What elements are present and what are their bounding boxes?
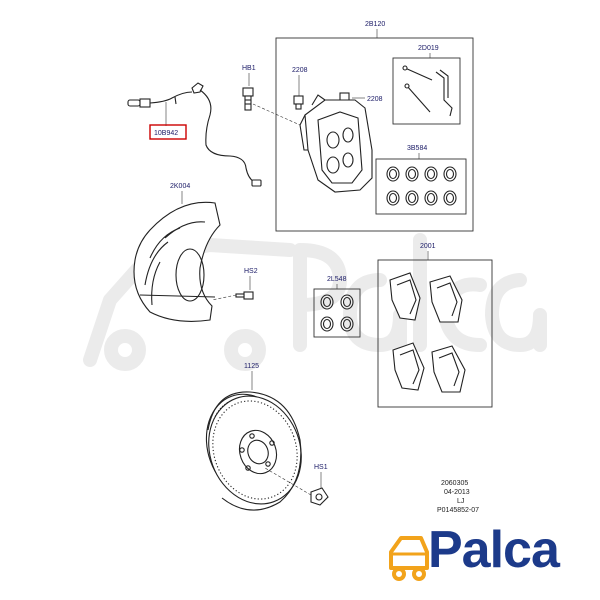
caliper-kit-box (275, 37, 474, 232)
callout-hs1[interactable]: HS1 (314, 464, 328, 471)
logo-wordmark[interactable]: Palca (428, 521, 560, 579)
bolt-hb1 (242, 87, 254, 111)
callout-bleed-top[interactable]: 2208 (292, 67, 308, 74)
callout-pad-clips[interactable]: 2D019 (418, 45, 439, 52)
callout-bleed-side[interactable]: 2208 (367, 96, 383, 103)
info-block: 2060305 04-2013 LJ P0145852-07 (437, 480, 479, 514)
bleed-screw (293, 95, 304, 110)
callout-brake-pads[interactable]: 2001 (420, 243, 436, 250)
truck-icon (389, 536, 429, 581)
callout-splash-shield[interactable]: 2K004 (170, 183, 190, 190)
callout-disc[interactable]: 1125 (244, 363, 259, 370)
pad-clips (402, 65, 453, 117)
info-line-4: P0145852-07 (437, 507, 479, 514)
brake-pads (389, 272, 466, 393)
callout-caliper-kit[interactable]: 2B120 (365, 21, 385, 28)
info-line-2: 04-2013 (444, 489, 470, 496)
small-seals-box (313, 288, 361, 338)
callout-hb1[interactable]: HB1 (242, 65, 256, 72)
wear-sensor (127, 82, 262, 187)
pad-clips-box (392, 57, 461, 125)
brake-pads-box (377, 259, 493, 408)
small-seal-rings (320, 294, 354, 332)
seal-kit-box (375, 158, 467, 215)
bolt-hs1 (310, 487, 329, 506)
brake-disc (205, 391, 302, 511)
callout-small-seals[interactable]: 2L548 (327, 276, 347, 283)
info-line-1: 2060305 (441, 480, 468, 487)
palca-logo (389, 536, 429, 581)
splash-shield (133, 201, 221, 322)
seal-rings (386, 166, 457, 206)
callout-hs2[interactable]: HS2 (244, 268, 258, 275)
brake-caliper (299, 94, 373, 193)
callout-seal-kit[interactable]: 3B584 (407, 145, 427, 152)
bolt-hs2 (235, 291, 254, 300)
highlight-box (149, 124, 187, 140)
callout-sensor[interactable]: 10B942 (154, 130, 178, 137)
info-line-3: LJ (457, 498, 464, 505)
